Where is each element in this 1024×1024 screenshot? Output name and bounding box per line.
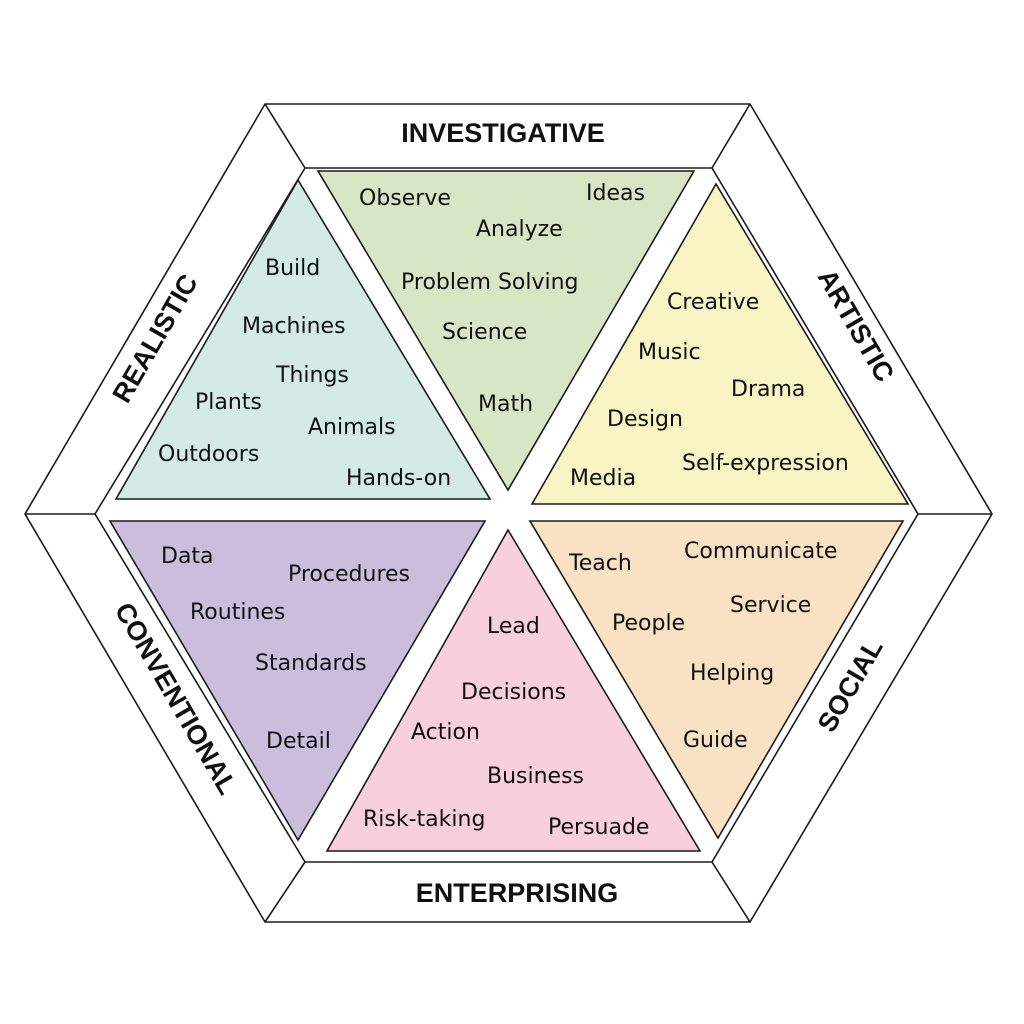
word-lead: Lead xyxy=(487,614,540,639)
word-things: Things xyxy=(275,363,349,388)
word-self-expression: Self-expression xyxy=(682,451,849,476)
word-communicate: Communicate xyxy=(684,539,837,564)
word-procedures: Procedures xyxy=(288,562,410,587)
investigative-triangle xyxy=(316,170,696,492)
word-creative: Creative xyxy=(667,290,759,315)
word-risk-taking: Risk-taking xyxy=(363,807,485,832)
word-machines: Machines xyxy=(242,314,346,339)
word-business: Business xyxy=(487,764,584,789)
word-service: Service xyxy=(730,593,811,618)
conventional-triangle xyxy=(108,520,487,842)
word-design: Design xyxy=(607,407,683,432)
word-standards: Standards xyxy=(255,651,367,676)
word-hands-on: Hands-on xyxy=(346,466,451,491)
enterprising-triangle xyxy=(325,528,702,852)
word-build: Build xyxy=(265,256,320,281)
word-detail: Detail xyxy=(266,729,331,754)
word-media: Media xyxy=(570,466,636,491)
word-outdoors: Outdoors xyxy=(158,442,259,467)
label-enterprising: ENTERPRISING xyxy=(416,878,619,908)
word-people: People xyxy=(612,611,685,636)
word-science: Science xyxy=(442,320,527,345)
artistic-triangle xyxy=(530,182,910,505)
word-ideas: Ideas xyxy=(586,181,645,206)
word-persuade: Persuade xyxy=(548,815,649,840)
word-observe: Observe xyxy=(359,186,451,211)
word-routines: Routines xyxy=(190,600,285,625)
word-music: Music xyxy=(638,340,701,365)
word-plants: Plants xyxy=(195,390,262,415)
word-decisions: Decisions xyxy=(461,680,566,705)
word-drama: Drama xyxy=(731,377,805,402)
social-triangle xyxy=(528,520,905,840)
band-divider-lines xyxy=(25,103,992,923)
word-guide: Guide xyxy=(683,728,748,753)
realistic-triangle xyxy=(114,178,492,500)
label-investigative: INVESTIGATIVE xyxy=(401,118,605,148)
word-analyze: Analyze xyxy=(476,217,563,242)
word-data: Data xyxy=(161,544,214,569)
word-animals: Animals xyxy=(308,415,396,440)
word-problem-solving: Problem Solving xyxy=(401,270,579,295)
word-teach: Teach xyxy=(568,551,632,576)
word-helping: Helping xyxy=(690,661,774,686)
word-math: Math xyxy=(478,392,533,417)
word-action: Action xyxy=(411,720,480,745)
